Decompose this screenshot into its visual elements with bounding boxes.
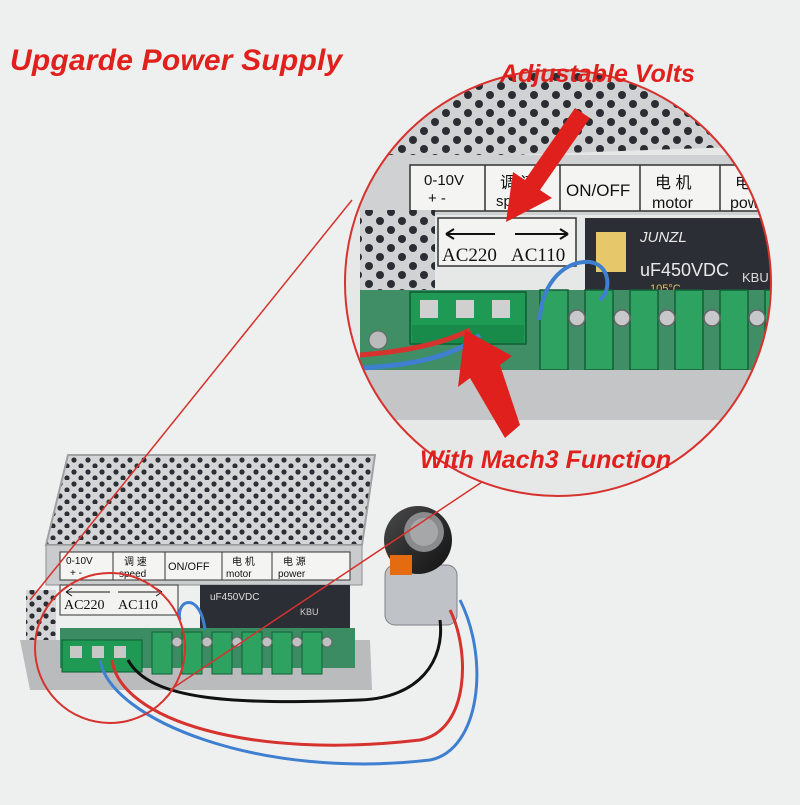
label-polarity: + - bbox=[428, 190, 446, 207]
label-ac220: AC220 bbox=[442, 245, 497, 266]
label-ac110-small: AC110 bbox=[118, 598, 158, 613]
label-onoff: ON/OFF bbox=[566, 181, 630, 200]
power-supply-unit: 0-10V + - 调 速 speed ON/OFF 电 机 motor 电 源… bbox=[20, 454, 377, 690]
label-motor-small: motor bbox=[226, 569, 252, 580]
label-motor-cn-small: 电 机 bbox=[232, 555, 255, 568]
callout-adjustable-volts: Adjustable Volts bbox=[500, 60, 695, 88]
cap-brand: JUNZL bbox=[639, 229, 687, 246]
callout-mach3-function: With Mach3 Function bbox=[420, 446, 672, 474]
label-ac110: AC110 bbox=[511, 245, 565, 266]
cap-rating-small: uF450VDC bbox=[210, 592, 259, 603]
label-power-cn: 电 源 bbox=[735, 174, 771, 192]
potentiometer-knob bbox=[384, 506, 458, 626]
kbu-small: KBU bbox=[300, 607, 319, 617]
label-motor: motor bbox=[652, 195, 694, 212]
zoomed-detail: 0-10V + - 调 速 speed ON/OFF 电 机 motor 电 源… bbox=[344, 69, 772, 497]
label-voltage: 0-10V bbox=[424, 172, 464, 189]
label-power-cn-small: 电 源 bbox=[283, 555, 306, 568]
label-speed-cn-small: 调 速 bbox=[124, 556, 147, 568]
label-motor-cn: 电 机 bbox=[655, 174, 691, 192]
arrow-icon bbox=[458, 108, 590, 438]
label-ac220-small: AC220 bbox=[64, 598, 104, 613]
cap-rating: uF450VDC bbox=[640, 260, 729, 280]
label-power-small: power bbox=[278, 569, 306, 580]
headline-title: Upgarde Power Supply bbox=[10, 44, 343, 77]
label-polarity-small: + - bbox=[70, 568, 82, 579]
label-speed-small: speed bbox=[119, 569, 146, 580]
zoom-indicator bbox=[29, 199, 501, 724]
wires bbox=[98, 599, 479, 766]
label-onoff-small: ON/OFF bbox=[168, 561, 210, 573]
kbu-label: KBU bbox=[742, 270, 769, 285]
label-voltage-small: 0-10V bbox=[66, 556, 93, 567]
